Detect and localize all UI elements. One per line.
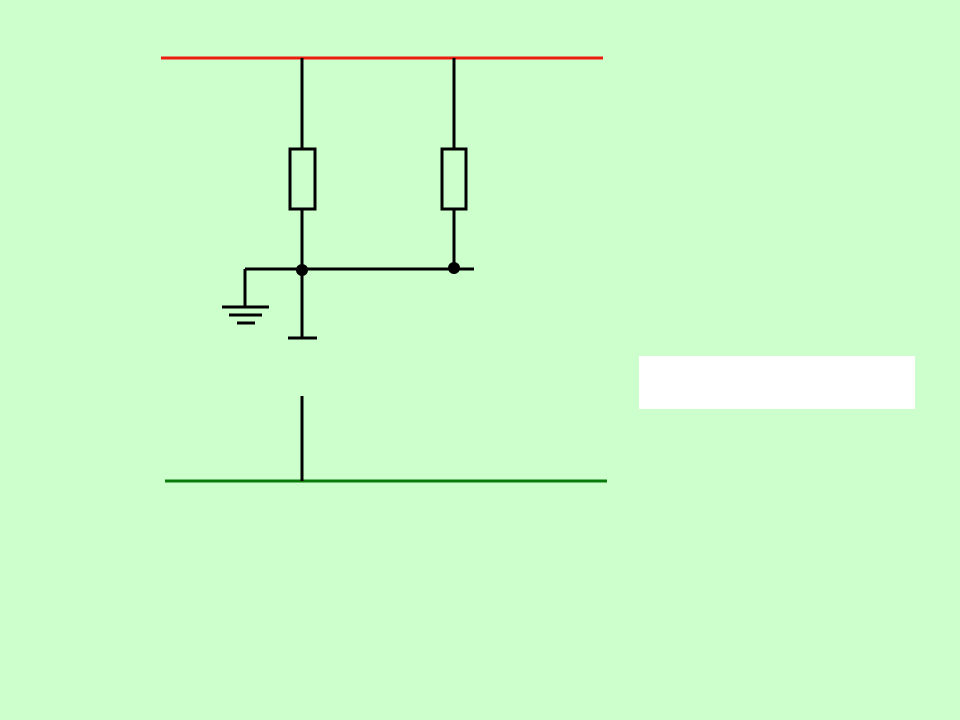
junction-right — [448, 262, 460, 274]
junction-left — [296, 264, 308, 276]
blank-text-box — [639, 356, 915, 409]
ground-symbol — [222, 305, 269, 325]
